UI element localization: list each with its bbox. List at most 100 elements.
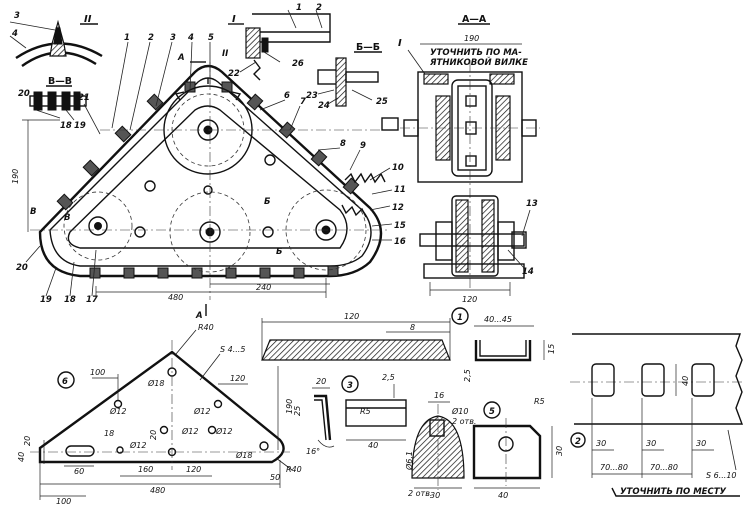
leader-6: 6 xyxy=(284,91,290,101)
leader-25: 25 xyxy=(376,97,388,107)
leader-5: 5 xyxy=(208,33,214,43)
dim-40-bracket: 40 xyxy=(368,441,378,450)
dim-190-plate: 190 xyxy=(285,399,294,414)
dim-d18-plate: Ø18 xyxy=(147,378,164,388)
leader-15: 15 xyxy=(394,221,406,231)
leader-21: 21 xyxy=(78,93,90,103)
part-6-plate-view: 6 R40 S 4...5 100 120 Ø18 Ø12 Ø12 xyxy=(17,323,302,506)
detail-ii-callout: II xyxy=(222,49,228,59)
section-aa-title: А—А xyxy=(462,14,487,25)
road-wheel-middle xyxy=(169,191,251,273)
leader-2: 2 xyxy=(148,33,154,43)
dim-d12-plate-c: Ø12 xyxy=(181,426,198,436)
leader-8: 8 xyxy=(340,139,346,149)
section-bb-title: Б—Б xyxy=(356,42,380,53)
section-v-left-mark: В xyxy=(30,207,36,217)
detail-ii-title: II xyxy=(84,14,92,25)
detail-i-callout: I xyxy=(398,38,402,49)
dim-25-bracket: 25 xyxy=(293,406,302,416)
dim-r40-top: R40 xyxy=(198,323,214,332)
part-5-block-view: 5 R5 30 40 xyxy=(472,397,564,500)
dim-100-plate-b: 100 xyxy=(56,497,71,506)
leader-22: 22 xyxy=(228,69,240,79)
dim-120-aa: 120 xyxy=(462,295,477,304)
dim-40-block: 40 xyxy=(498,491,508,500)
road-wheel-rear xyxy=(285,189,367,271)
note-adjust-place: УТОЧНИТЬ ПО МЕСТУ xyxy=(620,487,727,497)
dim-120-plate: 120 xyxy=(230,374,245,383)
section-bb-view: Б—Б 23 24 25 xyxy=(306,42,388,111)
leader-4: 4 xyxy=(187,33,194,43)
leader-23: 23 xyxy=(306,91,318,101)
dim-25-channel: 2,5 xyxy=(463,369,472,382)
dim-30-head: 30 xyxy=(430,491,440,500)
dim-120-plate-b: 120 xyxy=(186,465,201,474)
dim-r5-bracket: R5 xyxy=(360,407,371,416)
leader-18: 18 xyxy=(64,295,76,305)
dim-r5-block: R5 xyxy=(534,397,545,406)
leader-20-vv: 20 xyxy=(18,89,30,99)
dim-40-strip: 40 xyxy=(681,376,690,386)
part-1-number: 1 xyxy=(457,313,463,323)
dim-20-plate: 20 xyxy=(149,430,158,440)
leader-19-vv: 19 xyxy=(74,121,86,131)
section-vv-title: В—В xyxy=(48,76,72,87)
section-a-bottom-mark: А xyxy=(195,311,203,321)
part-5-number-circle xyxy=(483,401,501,419)
dim-480-plate: 480 xyxy=(150,486,165,495)
leader-12: 12 xyxy=(392,203,404,213)
dim-160-plate: 160 xyxy=(138,465,153,474)
dim-40-left: 40 xyxy=(17,452,26,462)
leader-17: 17 xyxy=(86,295,98,305)
note-adjust-fork-1: УТОЧНИТЬ ПО МА- xyxy=(430,48,522,58)
dim-240-main: 240 xyxy=(256,283,271,292)
part-5-number: 5 xyxy=(489,407,495,417)
dim-190-main: 190 xyxy=(11,169,20,184)
part-6-number-circle xyxy=(57,371,75,389)
part-1-bar-view: 120 8 1 xyxy=(261,307,469,361)
detail-ii-view: 3 4 II xyxy=(9,11,103,67)
dim-15-channel: 15 xyxy=(547,344,556,354)
section-vv-view: В—В 20 18 19 xyxy=(18,76,87,131)
leader-24: 24 xyxy=(318,101,330,111)
dim-d61-head: Ø6,1 xyxy=(404,451,414,471)
dim-d12-plate-d: Ø12 xyxy=(215,426,232,436)
section-v-mid-mark: В xyxy=(64,213,70,223)
part-6-number: 6 xyxy=(62,377,68,387)
part-3-bracket-view: 20 25 16° 3 2,5 R5 40 xyxy=(293,373,407,456)
dim-20-left: 20 xyxy=(23,436,32,446)
dim-60-plate: 60 xyxy=(74,467,84,476)
part-1-channel-view: 40...45 15 2,5 xyxy=(463,315,556,382)
dim-d12-plate-a: Ø12 xyxy=(109,406,126,416)
dim-16deg-bracket: 16° xyxy=(306,447,320,456)
dim-s-strip: S 6...10 xyxy=(706,471,737,480)
track-assembly-view: А А II Б Б В В xyxy=(11,33,406,321)
section-b-low-mark: Б xyxy=(276,247,283,257)
dim-d12-plate-e: Ø12 xyxy=(129,440,146,450)
leader-16: 16 xyxy=(394,237,406,247)
section-a-top-mark: А xyxy=(177,53,185,63)
dim-50-plate: 50 xyxy=(270,473,280,482)
idler-wheel xyxy=(63,191,133,261)
section-aa-view: А—А 190 УТОЧНИТЬ ПО МА- ЯТНИКОВОЙ ВИЛКЕ … xyxy=(398,14,540,304)
dim-480-main: 480 xyxy=(168,293,183,302)
detail-i-title: I xyxy=(232,14,236,25)
leader-7: 7 xyxy=(300,97,306,107)
dim-7080-strip-a: 70...80 xyxy=(600,463,628,472)
leader-13: 13 xyxy=(526,199,538,209)
dim-120-bar: 120 xyxy=(344,312,359,321)
dim-r40-bottom: R40 xyxy=(286,465,302,474)
leader-19: 19 xyxy=(40,295,52,305)
leader-1-detail: 1 xyxy=(296,3,302,13)
dim-18-plate: 18 xyxy=(104,429,114,438)
dim-30-strip-a: 30 xyxy=(596,439,606,448)
leader-18-vv: 18 xyxy=(60,121,72,131)
leader-1: 1 xyxy=(124,33,130,43)
part-4-head-view: 16 Ø10 2 отв. Ø6,1 2 отв. 30 xyxy=(404,391,476,500)
track-grousers xyxy=(56,81,360,279)
leader-3: 3 xyxy=(170,33,176,43)
dim-25t-bracket: 2,5 xyxy=(382,373,395,382)
dim-d18-plate-b: Ø18 xyxy=(235,450,252,460)
